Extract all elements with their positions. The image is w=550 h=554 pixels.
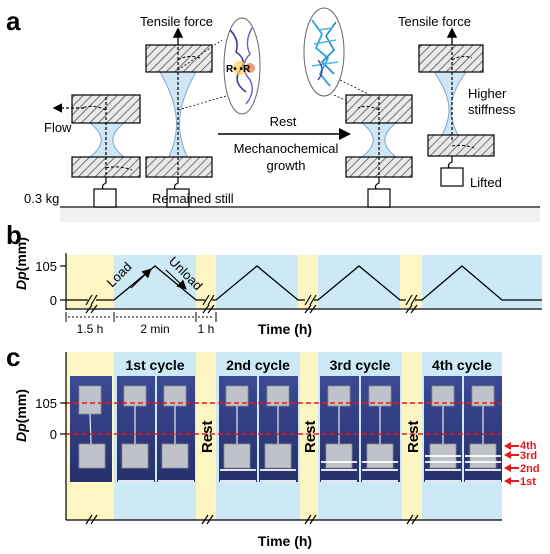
- panel-a-label: a: [6, 6, 21, 36]
- remained-still-label: Remained still: [152, 191, 234, 206]
- panel-a: a Flow 0.3 kg: [6, 6, 540, 222]
- rest-band-b-3: [298, 255, 318, 308]
- load-arrow: [130, 268, 152, 289]
- zoom-bubble-radicals: R• •R: [177, 17, 261, 115]
- tensile-force-label-2: Tensile force: [398, 14, 471, 29]
- unload-arrow: [165, 269, 187, 290]
- c-x-label: Time (h): [258, 533, 312, 549]
- c-break-marks: [85, 514, 419, 525]
- b-trace-cycle-2: [212, 265, 305, 301]
- rest-band-c-2: [196, 352, 216, 520]
- ground: [60, 206, 540, 222]
- duration-1: 1.5 h: [77, 322, 104, 336]
- specimen-3: [345, 94, 413, 208]
- b-y-label: Dp(mm): [13, 237, 29, 290]
- weight-label: 0.3 kg: [24, 191, 59, 206]
- radical-text: R• •R: [226, 64, 251, 75]
- specimen-2: [145, 27, 213, 208]
- mechano-label-1: Mechanochemical: [234, 141, 339, 156]
- panel-b: b 105 0 Dp(mm): [6, 220, 542, 337]
- c-y-label: Dp(mm): [13, 389, 29, 442]
- rest-label-c-1: Rest: [199, 420, 216, 453]
- b-tick-105: 105: [35, 259, 57, 274]
- tensile-force-label-1: Tensile force: [140, 14, 213, 29]
- cycle-band-b-3: [318, 255, 400, 308]
- cycle-title-2: 2nd cycle: [226, 357, 290, 373]
- duration-3: 1 h: [198, 322, 215, 336]
- rest-label-c-3: Rest: [405, 420, 422, 453]
- rest-band-c-3: [300, 352, 318, 520]
- white-level-lines: [118, 455, 501, 482]
- flow-label: Flow: [44, 120, 72, 135]
- b-tick-0: 0: [50, 293, 57, 308]
- lifted-label: Lifted: [470, 175, 502, 190]
- marker-4th: 4th: [520, 440, 537, 452]
- marker-3rd: 3rd: [520, 450, 537, 462]
- cycle-title-4: 4th cycle: [432, 357, 492, 373]
- b-trace-cycle-1: [96, 265, 205, 301]
- panel-c: c 1st cycle 2nd cycle 3rd cycle 4th cycl…: [6, 342, 540, 549]
- higher-stiffness-label-2: stiffness: [468, 102, 516, 117]
- b-trace-cycle-4: [415, 265, 542, 301]
- b-break-marks: [85, 294, 418, 314]
- cycle-band-b-4: [422, 255, 542, 308]
- mechano-label-2: growth: [266, 158, 305, 173]
- panel-b-label: b: [6, 220, 22, 250]
- b-duration-marks: [65, 312, 217, 322]
- c-tick-0: 0: [50, 427, 57, 442]
- specimen-1: [52, 94, 141, 208]
- specimen-4: [418, 27, 495, 187]
- zoom-bubble-network: [303, 7, 373, 113]
- rest-band-b-2: [196, 255, 216, 308]
- c-tick-105: 105: [35, 396, 57, 411]
- duration-2: 2 min: [140, 322, 169, 336]
- cycle-band-b-2: [216, 255, 298, 308]
- panel-c-label: c: [6, 342, 20, 372]
- marker-1st: 1st: [520, 476, 536, 488]
- higher-stiffness-label-1: Higher: [468, 86, 507, 101]
- red-markers: [504, 442, 519, 485]
- marker-2nd: 2nd: [520, 463, 540, 475]
- cycle-title-1: 1st cycle: [125, 357, 184, 373]
- rest-label-c-2: Rest: [302, 420, 319, 453]
- b-x-label: Time (h): [258, 321, 312, 337]
- rest-label-a: Rest: [270, 114, 297, 129]
- cycle-title-3: 3rd cycle: [330, 357, 391, 373]
- b-trace-cycle-3: [314, 265, 406, 301]
- rest-band-c-4: [402, 352, 422, 520]
